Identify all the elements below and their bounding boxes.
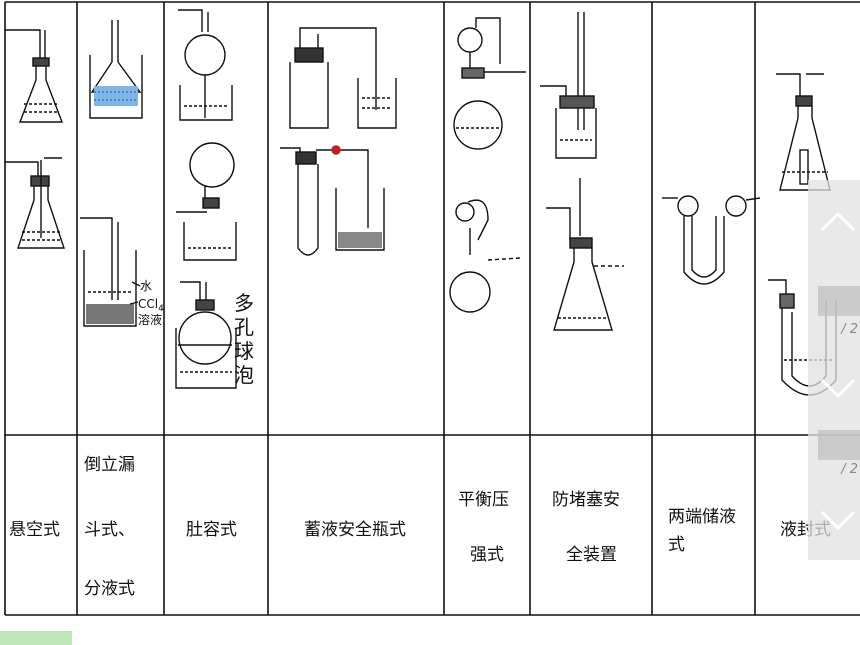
label-ccl4: CCl4 <box>138 297 164 314</box>
page-indicator-bottom <box>818 430 860 460</box>
chevron-down-icon <box>820 378 856 399</box>
diagram-u-tube-bulbs <box>662 195 761 285</box>
page-indicator-top <box>818 286 860 316</box>
table-grid <box>4 1 860 616</box>
diagram-inverted-funnel <box>80 20 143 327</box>
svg-text:泡: 泡 <box>234 363 254 387</box>
svg-text:倒立漏: 倒立漏 <box>84 455 135 475</box>
label-water: 水 <box>140 279 152 293</box>
scroll-down-button[interactable] <box>808 358 860 418</box>
scroll-up-button[interactable] <box>808 192 860 252</box>
method-labels: 悬空式 倒立漏 斗式、 分液式 肚容式 蓄液安全瓶式 平衡压 强式 防堵塞安 全… <box>9 455 831 599</box>
label-porous-bulb: 多 孔 球 泡 <box>234 291 254 387</box>
green-tab[interactable] <box>0 631 72 645</box>
page-number-bottom: / 2 <box>841 462 858 477</box>
diagram-suspended <box>5 29 65 249</box>
chevron-down-icon <box>820 510 856 531</box>
svg-text:两端储液: 两端储液 <box>668 507 736 527</box>
chevron-up-icon <box>820 211 856 232</box>
diagram-safety-bottle <box>280 27 397 256</box>
svg-text:蓄液安全瓶式: 蓄液安全瓶式 <box>304 520 406 540</box>
diagram-anti-blocking <box>540 12 624 331</box>
scroll-next-button[interactable] <box>808 490 860 550</box>
page-nav-panel: / 2 / 2 <box>808 180 860 560</box>
svg-text:全装置: 全装置 <box>566 545 617 565</box>
svg-text:强式: 强式 <box>470 545 504 565</box>
svg-text:多: 多 <box>234 291 254 315</box>
svg-text:平衡压: 平衡压 <box>458 490 509 510</box>
svg-text:孔: 孔 <box>234 315 254 339</box>
svg-text:斗式、: 斗式、 <box>84 520 135 540</box>
svg-text:球: 球 <box>234 339 254 363</box>
svg-text:防堵塞安: 防堵塞安 <box>552 490 620 510</box>
svg-text:分液式: 分液式 <box>84 579 135 599</box>
svg-text:式: 式 <box>668 535 685 555</box>
page-number-top: / 2 <box>841 322 858 337</box>
diagram-pressure-balance <box>449 17 526 313</box>
label-solution: 溶液 <box>138 312 162 327</box>
svg-text:悬空式: 悬空式 <box>9 520 60 540</box>
svg-text:肚容式: 肚容式 <box>186 520 237 540</box>
diagram-belly <box>175 9 237 389</box>
